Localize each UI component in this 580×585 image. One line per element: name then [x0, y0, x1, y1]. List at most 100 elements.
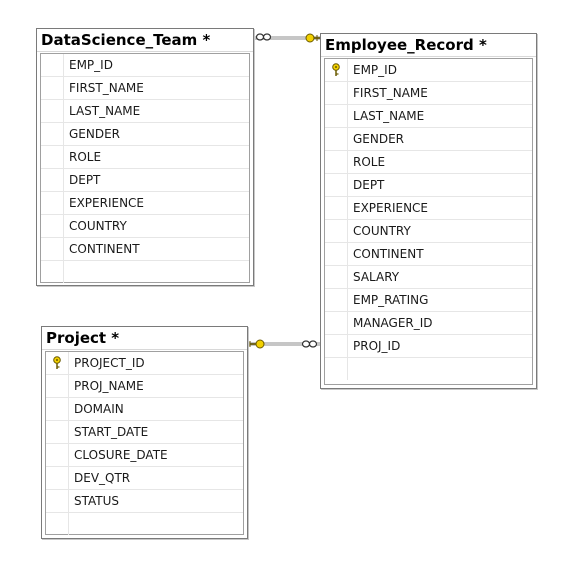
row-gutter	[325, 174, 348, 196]
row-gutter	[325, 82, 348, 104]
column-name: GENDER	[69, 127, 121, 141]
column-name: EMP_ID	[353, 63, 397, 77]
column-row[interactable]: EMP_RATING	[325, 289, 532, 312]
column-row[interactable]: ROLE	[325, 151, 532, 174]
column-name: EXPERIENCE	[69, 196, 145, 210]
row-gutter	[325, 335, 348, 357]
new-column-row[interactable]	[46, 513, 243, 535]
row-gutter	[41, 123, 64, 145]
column-row[interactable]: START_DATE	[46, 421, 243, 444]
table-project[interactable]: Project * PROJECT_ID PROJ_NAME DOMAIN STAR…	[41, 326, 248, 539]
column-list: PROJ_NAME DOMAIN START_DATE CLOSURE_DATE DEV…	[46, 375, 243, 535]
row-gutter	[41, 238, 64, 260]
row-gutter	[325, 128, 348, 150]
relationship-datascience-employee[interactable]	[254, 33, 322, 43]
column-row[interactable]: LAST_NAME	[41, 100, 249, 123]
column-name: PROJECT_ID	[74, 356, 145, 370]
row-gutter	[46, 444, 69, 466]
column-name: ROLE	[353, 155, 386, 169]
column-name: START_DATE	[74, 425, 149, 439]
column-row[interactable]: COUNTRY	[325, 220, 532, 243]
key-icon	[53, 356, 61, 369]
column-row[interactable]: EMP_ID	[41, 54, 249, 77]
column-grid: EMP_ID FIRST_NAME LAST_NAME GENDER ROLE DEPT…	[324, 58, 533, 385]
column-row[interactable]: COUNTRY	[41, 215, 249, 238]
column-name: CONTINENT	[353, 247, 424, 261]
column-name: LAST_NAME	[69, 104, 141, 118]
column-row[interactable]: MANAGER_ID	[325, 312, 532, 335]
column-row[interactable]: EXPERIENCE	[325, 197, 532, 220]
row-gutter	[41, 261, 64, 283]
row-gutter	[46, 421, 69, 443]
table-title[interactable]: DataScience_Team *	[37, 29, 253, 52]
row-gutter	[325, 289, 348, 311]
column-name: COUNTRY	[69, 219, 127, 233]
new-column-row[interactable]	[325, 358, 532, 380]
column-row[interactable]: PROJ_ID	[325, 335, 532, 358]
row-gutter	[325, 312, 348, 334]
infinity-end-icon	[255, 33, 272, 41]
table-title[interactable]: Project *	[42, 327, 247, 350]
primary-key-row[interactable]: EMP_ID	[325, 59, 532, 82]
row-gutter	[41, 192, 64, 214]
column-row[interactable]: LAST_NAME	[325, 105, 532, 128]
column-row[interactable]: SALARY	[325, 266, 532, 289]
column-row[interactable]: DEPT	[41, 169, 249, 192]
row-gutter	[325, 59, 348, 81]
column-row[interactable]: CONTINENT	[325, 243, 532, 266]
column-name: DEPT	[353, 178, 385, 192]
infinity-end-icon	[301, 340, 318, 348]
column-row[interactable]: CLOSURE_DATE	[46, 444, 243, 467]
row-gutter	[325, 151, 348, 173]
row-gutter	[46, 398, 69, 420]
column-name: EXPERIENCE	[353, 201, 429, 215]
column-name: DEPT	[69, 173, 101, 187]
row-gutter	[46, 375, 69, 397]
column-row[interactable]: DEV_QTR	[46, 467, 243, 490]
column-row[interactable]: ROLE	[41, 146, 249, 169]
row-gutter	[41, 169, 64, 191]
row-gutter	[325, 266, 348, 288]
column-row[interactable]: FIRST_NAME	[325, 82, 532, 105]
table-employee-record[interactable]: Employee_Record * EMP_ID FIRST_NAME LAST_…	[320, 33, 537, 389]
primary-key-row[interactable]: PROJECT_ID	[46, 352, 243, 375]
column-name: PROJ_NAME	[74, 379, 144, 393]
key-end-icon	[305, 33, 320, 43]
key-icon	[332, 63, 340, 76]
column-row[interactable]: PROJ_NAME	[46, 375, 243, 398]
column-name: EMP_RATING	[353, 293, 429, 307]
column-name: CLOSURE_DATE	[74, 448, 168, 462]
column-name: FIRST_NAME	[353, 86, 428, 100]
new-column-row[interactable]	[41, 261, 249, 283]
column-row[interactable]: STATUS	[46, 490, 243, 513]
column-row[interactable]: EXPERIENCE	[41, 192, 249, 215]
table-title[interactable]: Employee_Record *	[321, 34, 536, 57]
column-row[interactable]: GENDER	[41, 123, 249, 146]
row-gutter	[41, 77, 64, 99]
column-name: PROJ_ID	[353, 339, 401, 353]
row-gutter	[325, 358, 348, 380]
row-gutter	[46, 490, 69, 512]
column-row[interactable]: GENDER	[325, 128, 532, 151]
relationship-project-employee[interactable]	[248, 339, 320, 349]
column-row[interactable]: CONTINENT	[41, 238, 249, 261]
column-row[interactable]: DOMAIN	[46, 398, 243, 421]
row-gutter	[46, 352, 69, 374]
column-row[interactable]: DEPT	[325, 174, 532, 197]
row-gutter	[325, 243, 348, 265]
row-gutter	[325, 220, 348, 242]
row-gutter	[46, 513, 69, 535]
key-end-icon	[249, 339, 265, 349]
row-gutter	[46, 467, 69, 489]
column-row[interactable]: FIRST_NAME	[41, 77, 249, 100]
row-gutter	[325, 197, 348, 219]
column-name: STATUS	[74, 494, 120, 508]
column-name: LAST_NAME	[353, 109, 425, 123]
column-grid: PROJECT_ID PROJ_NAME DOMAIN START_DATE CLOS…	[45, 351, 244, 535]
column-list: FIRST_NAME LAST_NAME GENDER ROLE DEPT EXPERIE…	[325, 82, 532, 380]
row-gutter	[325, 105, 348, 127]
column-name: CONTINENT	[69, 242, 140, 256]
